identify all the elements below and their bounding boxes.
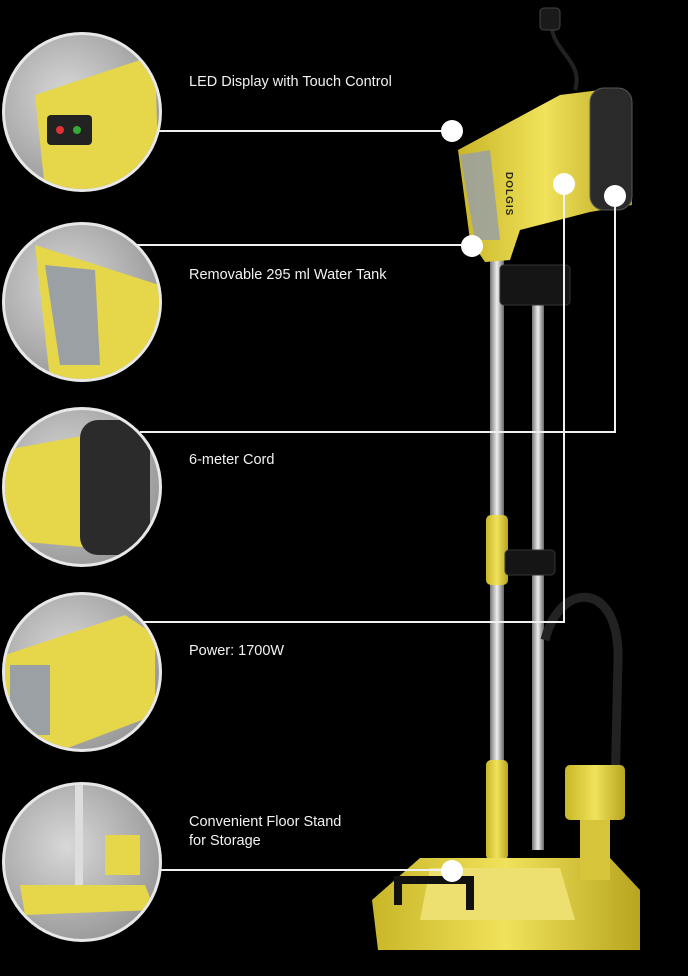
detail-circle-floor-stand bbox=[2, 782, 162, 942]
steamer-head bbox=[458, 90, 632, 262]
plug-icon bbox=[539, 7, 561, 31]
water-tank bbox=[460, 150, 500, 240]
pole-holder bbox=[504, 549, 556, 576]
feature-label-power: Power: 1700W bbox=[189, 643, 285, 659]
callout-dot-led bbox=[441, 120, 463, 142]
feature-label-floor-stand-line1: Convenient Floor Stand bbox=[189, 814, 342, 830]
detail-circle-power bbox=[2, 592, 162, 752]
brand-mark: DOLGIS bbox=[503, 172, 514, 216]
callout-dots bbox=[441, 120, 626, 882]
feature-label-led-display: LED Display with Touch Control bbox=[189, 74, 392, 90]
detail-circle-water-tank bbox=[2, 222, 162, 382]
callout-dot-power bbox=[553, 173, 575, 195]
carry-handle bbox=[394, 876, 474, 910]
callout-lines bbox=[135, 130, 616, 871]
detail-circle-led-display bbox=[2, 32, 162, 192]
pole-clamp bbox=[486, 515, 508, 585]
detail-circle-cord bbox=[2, 407, 162, 567]
callout-dot-tank bbox=[461, 235, 483, 257]
callout-dot-stand bbox=[441, 860, 463, 882]
steam-hose bbox=[540, 592, 623, 791]
accessory-holder bbox=[565, 765, 625, 820]
head-holder bbox=[499, 264, 571, 306]
cord-reel bbox=[589, 87, 633, 211]
callout-dot-cord bbox=[604, 185, 626, 207]
accessory-spring bbox=[580, 820, 610, 880]
feature-label-cord: 6-meter Cord bbox=[189, 452, 275, 468]
feature-label-water-tank: Removable 295 ml Water Tank bbox=[189, 267, 387, 283]
feature-label-floor-stand: Convenient Floor Stand for Storage bbox=[189, 813, 341, 851]
feature-label-floor-stand-line2: for Storage bbox=[189, 833, 261, 849]
pole-base-sleeve bbox=[486, 760, 508, 860]
